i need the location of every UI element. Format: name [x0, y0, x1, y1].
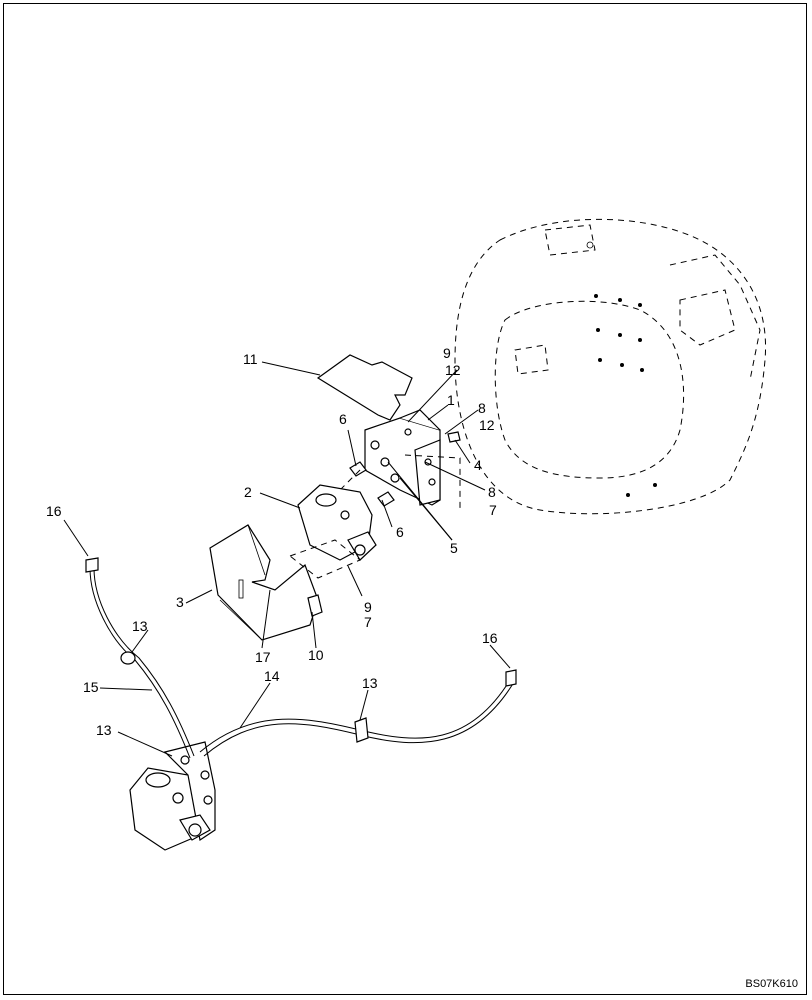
- callout-12-lower: 12: [479, 417, 495, 433]
- callout-8-lower: 8: [488, 484, 496, 500]
- callout-13-upper: 13: [132, 618, 148, 634]
- callout-17: 17: [255, 649, 271, 665]
- callout-13-right: 13: [362, 675, 378, 691]
- callout-13-lower: 13: [96, 722, 112, 738]
- reservoir-shield: [209, 524, 323, 641]
- washer-reservoir-upper: [297, 484, 377, 561]
- shield-plate: [316, 354, 413, 421]
- callout-3: 3: [176, 594, 184, 610]
- machine-frame-outline: [454, 218, 767, 515]
- callout-6-lower: 6: [396, 524, 404, 540]
- callout-11: 11: [243, 351, 258, 367]
- callout-9-lower: 9: [364, 599, 372, 615]
- callout-16-left: 16: [46, 503, 62, 519]
- callout-16-right: 16: [482, 630, 498, 646]
- callout-9-upper: 9: [443, 345, 451, 361]
- callout-6-upper: 6: [339, 411, 347, 427]
- leader-lines: [63, 361, 511, 757]
- washer-hoses: [85, 557, 517, 759]
- drawing-frame: [3, 3, 807, 995]
- callout-15: 15: [83, 679, 99, 695]
- callout-5: 5: [450, 540, 458, 556]
- drawing-code: BS07K610: [745, 978, 798, 990]
- callout-1: 1: [447, 392, 455, 408]
- callout-14: 14: [264, 668, 280, 684]
- mounting-bracket: [349, 409, 461, 507]
- callout-7-upper: 7: [489, 502, 497, 518]
- callout-7-lower: 7: [364, 614, 372, 630]
- washer-reservoir-lower: [129, 741, 216, 851]
- callout-12-upper: 12: [445, 362, 461, 378]
- callout-10: 10: [308, 647, 324, 663]
- callout-2: 2: [244, 484, 252, 500]
- callout-4: 4: [474, 457, 482, 473]
- callout-8-upper: 8: [478, 400, 486, 416]
